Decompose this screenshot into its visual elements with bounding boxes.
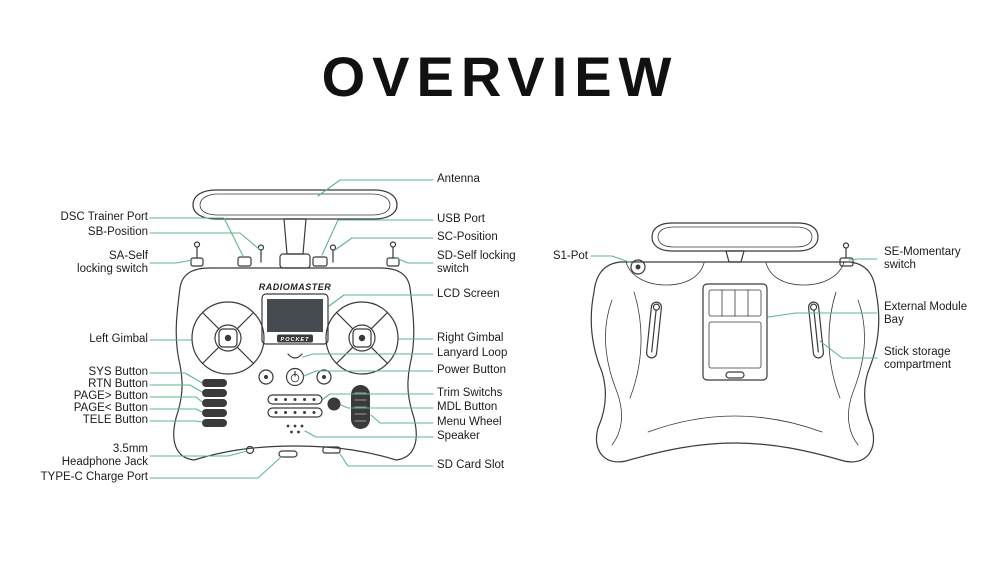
power-button-shape: [258, 367, 332, 387]
label-power-button: Power Button: [437, 364, 507, 376]
type-c-port-shape: [278, 450, 298, 458]
mdl-button-shape: [327, 397, 341, 411]
sc-switch-shape: [329, 244, 337, 263]
sd-card-slot-shape: [322, 446, 341, 454]
sd-switch-shape: [386, 241, 400, 267]
label-sys-button: SYS Button: [88, 366, 148, 378]
left-gimbal-shape: [191, 301, 265, 375]
lcd-screen-shape: POCKET: [261, 293, 329, 345]
label-mdl-button: MDL Button: [437, 401, 498, 413]
back-left-hump: [625, 261, 705, 286]
page-title: OVERVIEW: [321, 45, 679, 108]
menu-wheel-shape: [351, 385, 370, 429]
back-grip-contours: [605, 291, 865, 446]
stick-storage-right-shape: [807, 301, 825, 359]
trim-switches-shape: [267, 394, 323, 418]
label-page-prev-button: PAGE< Button: [73, 402, 148, 414]
label-left-gimbal: Left Gimbal: [89, 333, 148, 345]
lanyard-loop-shape: [287, 353, 303, 359]
label-dsc-trainer-port: DSC Trainer Port: [60, 211, 148, 223]
label-lanyard-loop: Lanyard Loop: [437, 347, 508, 359]
back-view-illustration: [590, 222, 880, 463]
brand-text: RADIOMASTER: [259, 282, 332, 292]
model-text: POCKET: [281, 337, 310, 343]
label-right-gimbal: Right Gimbal: [437, 332, 504, 344]
se-switch-shape: [839, 242, 854, 267]
label-headphone-jack: 3.5mm Headphone Jack: [61, 443, 148, 468]
front-view-illustration: RADIOMASTER POCKET: [173, 189, 417, 461]
back-body-outline: [590, 261, 880, 463]
label-external-module-bay: External Module Bay: [884, 301, 968, 326]
back-antenna-shape: [651, 222, 819, 263]
right-gimbal-shape: [325, 301, 399, 375]
front-body-outline: [173, 267, 417, 461]
sb-switch-shape: [257, 244, 265, 263]
s1-pot-shape: [630, 259, 646, 275]
stick-storage-left-shape: [645, 301, 663, 359]
antenna-illustration: [192, 189, 398, 269]
dsc-trainer-port-shape: [237, 256, 252, 267]
label-trim-switchs: Trim Switchs: [437, 387, 503, 399]
label-sc-position: SC-Position: [437, 231, 498, 243]
leader-lines: [149, 179, 878, 479]
label-sd-self-locking-switch: SD-Self locking switch: [437, 250, 516, 275]
speaker-shape: [286, 424, 304, 434]
sa-switch-shape: [190, 241, 204, 267]
label-lcd-screen: LCD Screen: [437, 288, 500, 300]
headphone-jack-shape: [245, 445, 255, 455]
module-bay-shape: [702, 283, 768, 381]
label-se-momentary-switch: SE-Momentary switch: [884, 246, 961, 271]
usb-port-shape: [312, 256, 328, 267]
label-menu-wheel: Menu Wheel: [437, 416, 502, 428]
label-speaker: Speaker: [437, 430, 480, 442]
label-s1-pot: S1-Pot: [552, 250, 588, 262]
label-type-c-charge-port: TYPE-C Charge Port: [40, 471, 148, 483]
label-tele-button: TELE Button: [82, 414, 148, 426]
label-page-next-button: PAGE> Button: [73, 390, 148, 402]
label-usb-port: USB Port: [437, 213, 485, 225]
label-stick-storage-compartment: Stick storage compartment: [884, 346, 952, 371]
label-antenna: Antenna: [437, 173, 480, 185]
back-right-hump: [765, 261, 845, 286]
label-sa-self-locking-switch: SA-Self locking switch: [77, 250, 148, 275]
label-rtn-button: RTN Button: [88, 378, 148, 390]
label-sb-position: SB-Position: [87, 226, 148, 238]
label-sd-card-slot: SD Card Slot: [437, 459, 505, 471]
menu-buttons-shape: [202, 379, 227, 427]
